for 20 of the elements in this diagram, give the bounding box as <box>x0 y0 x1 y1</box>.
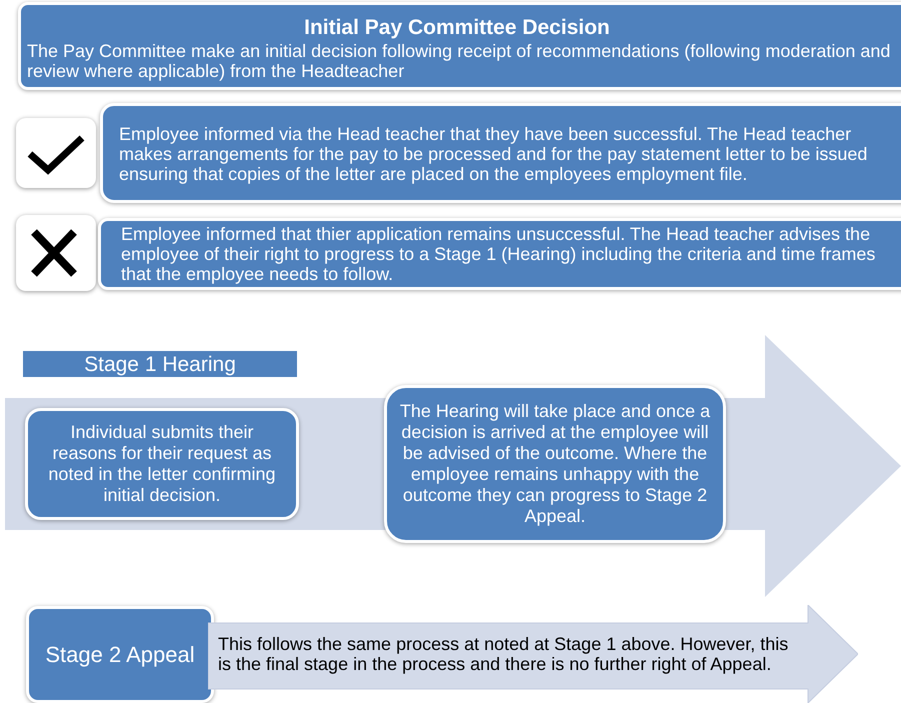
box-text: Employee informed via the Head teacher that they have been successful. The Head teacher makes arrangements for the pay to be processed and for the pay statement letter to be issued ensuring that copies of the letter are placed on the employees employment file. <box>119 124 868 184</box>
outcome-box <box>98 218 901 290</box>
description-text: The Pay Committee make an initial decision following receipt of recommendations (following moderation and review where applicable) from the Headteacher <box>27 41 892 81</box>
block-arrow <box>208 605 858 703</box>
box-text: Individual submits their reasons for their request as noted in the letter confirming initial decision. <box>47 422 277 506</box>
box-text: Stage 2 Appeal <box>44 642 196 666</box>
icon-tile <box>16 118 96 188</box>
process-box <box>384 385 726 543</box>
box-text: Stage 1 Hearing <box>83 352 237 376</box>
process-box <box>25 408 299 520</box>
box-text: This follows the same process at noted at Stage 1 above. However, this is the final stage in the process and there is no further right of Appeal. <box>218 634 790 674</box>
stage-box <box>26 606 214 703</box>
icon-tile <box>16 215 96 291</box>
heading: Initial Pay Committee Decision <box>303 15 611 41</box>
box-text: Employee informed that thier application remains unsuccessful. The Head teacher advises the employee of their right to progress to a Stage 1 (Hearing) including the criteria and time frames that the employee needs to follow. <box>121 224 876 284</box>
block-arrow <box>5 335 901 597</box>
stage-heading-bar <box>23 351 297 377</box>
box-text: The Hearing will take place and once a decision is arrived at the employee will be advised of the outcome. Where the employee remains unhappy with the outcome they can progress to Stage 2 Appeal. <box>399 401 711 527</box>
title-box <box>18 2 901 90</box>
outcome-box <box>100 103 901 203</box>
